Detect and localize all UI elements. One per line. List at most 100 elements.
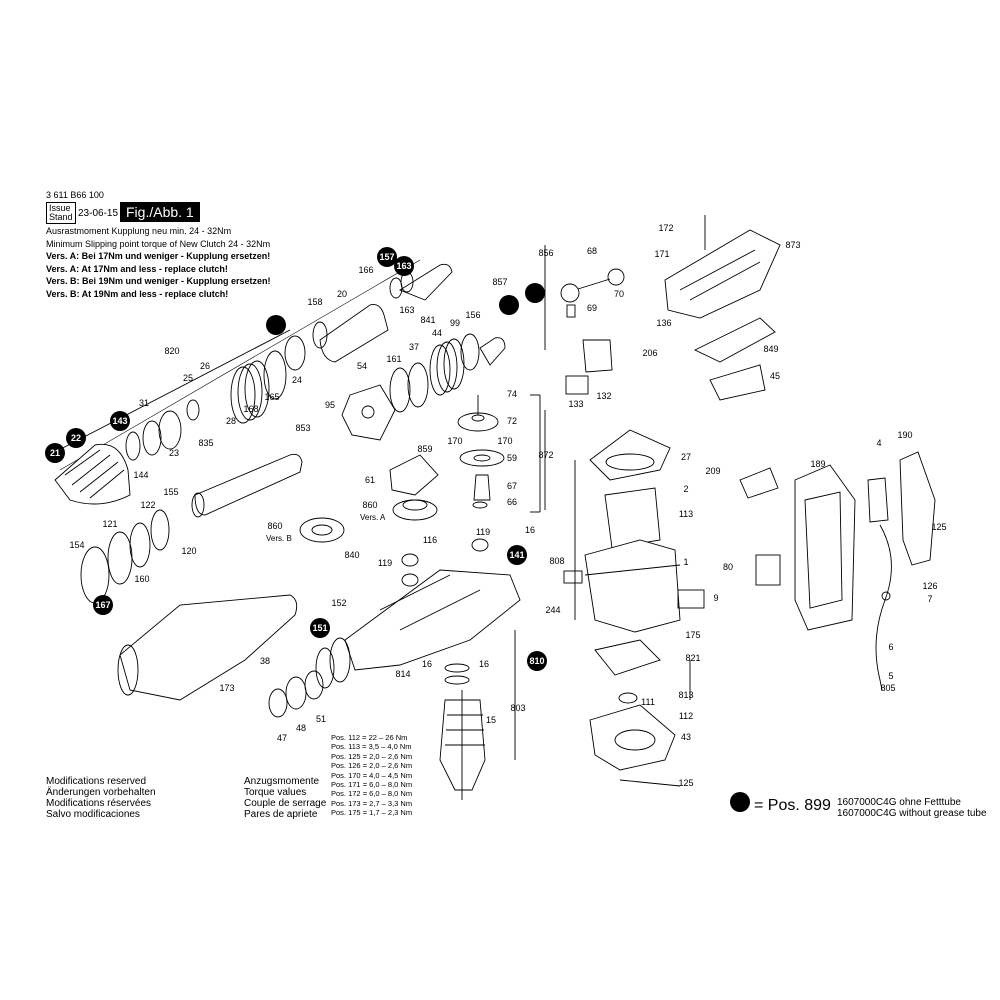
part-label-15: 15: [486, 715, 496, 725]
issue-stand-box: Issue Stand: [46, 202, 76, 224]
part-label-872: 872: [538, 450, 553, 460]
torque-title: Pares de apriete: [244, 809, 318, 820]
legend-line: 1607000C4G without grease tube: [837, 808, 987, 819]
part-label-119: 119: [378, 558, 392, 568]
version-label: Vers. A: [360, 513, 386, 522]
stand-label: Stand: [49, 212, 73, 222]
torque-title: Couple de serrage: [244, 798, 327, 809]
part-label-206: 206: [642, 348, 657, 358]
note-line: Vers. A: Bei 17Nm und weniger - Kupplung…: [46, 251, 271, 261]
part-label-173: 173: [219, 683, 234, 693]
part-label-6: 6: [888, 642, 893, 652]
part-label-152: 152: [331, 598, 346, 608]
circled-label-disc: [527, 651, 547, 671]
part-label-80: 80: [723, 562, 733, 572]
modifications-line: Modifications réservées: [46, 798, 152, 809]
note-line: Vers. B: At 19Nm and less - replace clut…: [46, 288, 229, 299]
torque-value: Pos. 126 = 2,0 – 2,6 Nm: [331, 761, 413, 771]
part-label-853: 853: [295, 423, 310, 433]
torque-value: Pos. 171 = 6,0 – 8,0 Nm: [331, 780, 413, 790]
circled-label-163: 163: [396, 261, 411, 271]
modifications-line: Salvo modificaciones: [46, 809, 140, 820]
part-label-813: 813: [678, 690, 693, 700]
torque-title: Torque values: [244, 787, 307, 798]
part-label-120: 120: [181, 546, 196, 556]
figure-label: Fig./Abb. 1: [120, 202, 200, 222]
part-label-47: 47: [277, 733, 287, 743]
note-line: Minimum Slipping point torque of New Clu…: [46, 238, 271, 249]
part-label-38: 38: [260, 656, 270, 666]
part-label-9: 9: [713, 593, 718, 603]
circled-label-143: 143: [112, 416, 127, 426]
modifications-line: Änderungen vorbehalten: [46, 787, 156, 798]
part-label-44: 44: [432, 328, 442, 338]
part-label-170: 170: [497, 436, 512, 446]
version-labels: Vers. A Vers. B: [266, 513, 386, 543]
legend-line: 1607000C4G ohne Fetttube: [837, 797, 961, 808]
part-label-161: 161: [386, 354, 401, 364]
part-label-126: 126: [922, 581, 937, 591]
part-label-23: 23: [169, 448, 179, 458]
part-label-172: 172: [658, 223, 673, 233]
torque-values-list: Pos. 112 = 22 – 26 Nm Pos. 113 = 3,5 – 4…: [331, 733, 412, 818]
part-label-840: 840: [344, 550, 359, 560]
part-label-4: 4: [876, 438, 881, 448]
part-label-860: 860: [267, 521, 282, 531]
version-label: Vers. B: [266, 534, 292, 543]
part-label-74: 74: [507, 389, 517, 399]
part-label-163: 163: [399, 305, 414, 315]
part-label-121: 121: [102, 519, 117, 529]
part-label-99: 99: [450, 318, 460, 328]
torque-titles: Anzugsmomente Torque values Couple de se…: [244, 776, 326, 820]
circled-label-151: 151: [312, 623, 327, 633]
circled-label-167: 167: [95, 600, 110, 610]
part-label-54: 54: [357, 361, 367, 371]
part-label-112: 112: [679, 711, 693, 721]
part-label-158: 158: [307, 297, 322, 307]
part-label-132: 132: [596, 391, 611, 401]
part-drawings: [54, 215, 936, 800]
part-label-70: 70: [614, 289, 624, 299]
part-label-67: 67: [507, 481, 517, 491]
circled-label-disc: [394, 256, 414, 276]
issue-date: 23-06-15: [78, 208, 119, 219]
torque-title: Anzugsmomente: [244, 776, 320, 787]
part-label-835: 835: [198, 438, 213, 448]
part-label-165: 165: [264, 392, 279, 402]
modifications-line: Modifications reserved: [46, 776, 147, 787]
part-label-116: 116: [423, 535, 437, 545]
torque-value: Pos. 175 = 1,7 – 2,3 Nm: [331, 808, 413, 818]
part-label-113: 113: [679, 509, 693, 519]
circled-label-disc: [110, 411, 130, 431]
clutch-notes: Ausrastmoment Kupplung neu min. 24 - 32N…: [46, 225, 271, 300]
part-label-805: 805: [880, 683, 895, 693]
circled-label-21: 21: [50, 448, 60, 458]
part-label-72: 72: [507, 416, 517, 426]
torque-value: Pos. 172 = 6,0 – 8,0 Nm: [331, 789, 413, 799]
circled-label-disc: [310, 618, 330, 638]
part-label-166: 166: [358, 265, 373, 275]
part-label-156: 156: [465, 310, 480, 320]
circled-label-disc: [377, 247, 397, 267]
circled-label-22: 22: [71, 433, 81, 443]
part-label-873: 873: [785, 240, 800, 250]
part-number: 3 611 B66 100: [46, 190, 104, 200]
grease-dot-icon: [525, 283, 545, 303]
part-label-136: 136: [656, 318, 671, 328]
part-label-820: 820: [164, 346, 179, 356]
part-label-190: 190: [897, 430, 912, 440]
legend-dot-meaning: = Pos. 899: [754, 797, 831, 814]
part-label-66: 66: [507, 497, 517, 507]
part-label-860: 860: [362, 500, 377, 510]
part-label-175: 175: [685, 630, 700, 640]
part-label-857: 857: [492, 277, 507, 287]
torque-value: Pos. 170 = 4,0 – 4,5 Nm: [331, 770, 413, 780]
part-label-95: 95: [325, 400, 335, 410]
part-label-68: 68: [587, 246, 597, 256]
part-label-171: 171: [654, 249, 669, 259]
part-label-189: 189: [810, 459, 825, 469]
part-label-125: 125: [931, 522, 946, 532]
part-label-28: 28: [226, 416, 236, 426]
part-label-209: 209: [705, 466, 720, 476]
